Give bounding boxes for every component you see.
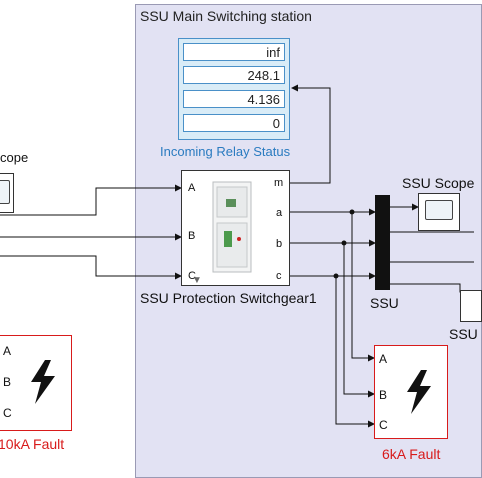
display-value-1: inf <box>183 43 285 61</box>
port-in-b: B <box>188 230 196 242</box>
lightning-icon <box>31 360 55 404</box>
line-in-c <box>0 255 182 280</box>
junction-c <box>333 273 339 279</box>
port-in-a: A <box>188 182 196 194</box>
line-fault-b <box>343 243 375 398</box>
port-out-a: a <box>276 207 283 219</box>
scope-screen-icon <box>0 180 10 204</box>
download-arrow-icon: ▼ <box>192 275 202 286</box>
right-cut-label: SSU <box>449 326 478 342</box>
lightning-icon-right <box>407 370 431 414</box>
left-scope-label: cope <box>0 150 29 165</box>
display-value-2: 248.1 <box>183 66 285 84</box>
fault-6ka-label: 6kA Fault <box>382 446 441 462</box>
line-m-display <box>288 84 331 184</box>
fault6-port-b: B <box>379 388 388 402</box>
right-scope-label: SSU Scope <box>402 175 475 191</box>
fault6-port-a: A <box>379 352 388 366</box>
right-scope-block[interactable] <box>418 193 460 231</box>
relay-status-display[interactable]: inf 248.1 4.136 0 <box>178 38 290 140</box>
port-out-c: c <box>276 270 282 282</box>
left-scope-block[interactable] <box>0 173 14 213</box>
port-out-b: b <box>276 238 283 250</box>
signal-lines <box>0 84 474 428</box>
display-value-3: 4.136 <box>183 90 285 108</box>
fault-6ka-block[interactable]: A B C <box>374 345 448 439</box>
switchgear-label: SSU Protection Switchgear1 <box>140 290 317 306</box>
line-fault-a <box>351 212 375 362</box>
port-out-m: m <box>274 177 284 189</box>
ssu-bus-bar[interactable] <box>375 195 390 290</box>
line-in-a <box>0 184 182 216</box>
fault10-port-a: A <box>3 344 12 358</box>
station-title: SSU Main Switching station <box>140 8 312 24</box>
protection-switchgear-block[interactable]: A B C m a b c ▼ <box>181 170 290 286</box>
switchgear-cabinet-icon <box>212 181 252 273</box>
line-fault-c <box>335 276 375 428</box>
fault6-port-c: C <box>379 418 388 432</box>
fault-10ka-label: 10kA Fault <box>0 436 65 452</box>
right-cut-block[interactable] <box>460 290 482 322</box>
cabinet-drawing <box>212 181 252 273</box>
display-value-4: 0 <box>183 114 285 132</box>
relay-status-label: Incoming Relay Status <box>160 144 291 159</box>
fault10-port-b: B <box>3 375 12 389</box>
junction-a <box>349 209 355 215</box>
scope-screen-icon-right <box>425 200 453 220</box>
bus-label: SSU <box>370 295 399 311</box>
port-in-c: C <box>188 270 196 282</box>
junction-b <box>341 240 347 246</box>
fault10-port-c: C <box>3 406 12 420</box>
fault-10ka-block[interactable]: A B C <box>0 335 72 431</box>
